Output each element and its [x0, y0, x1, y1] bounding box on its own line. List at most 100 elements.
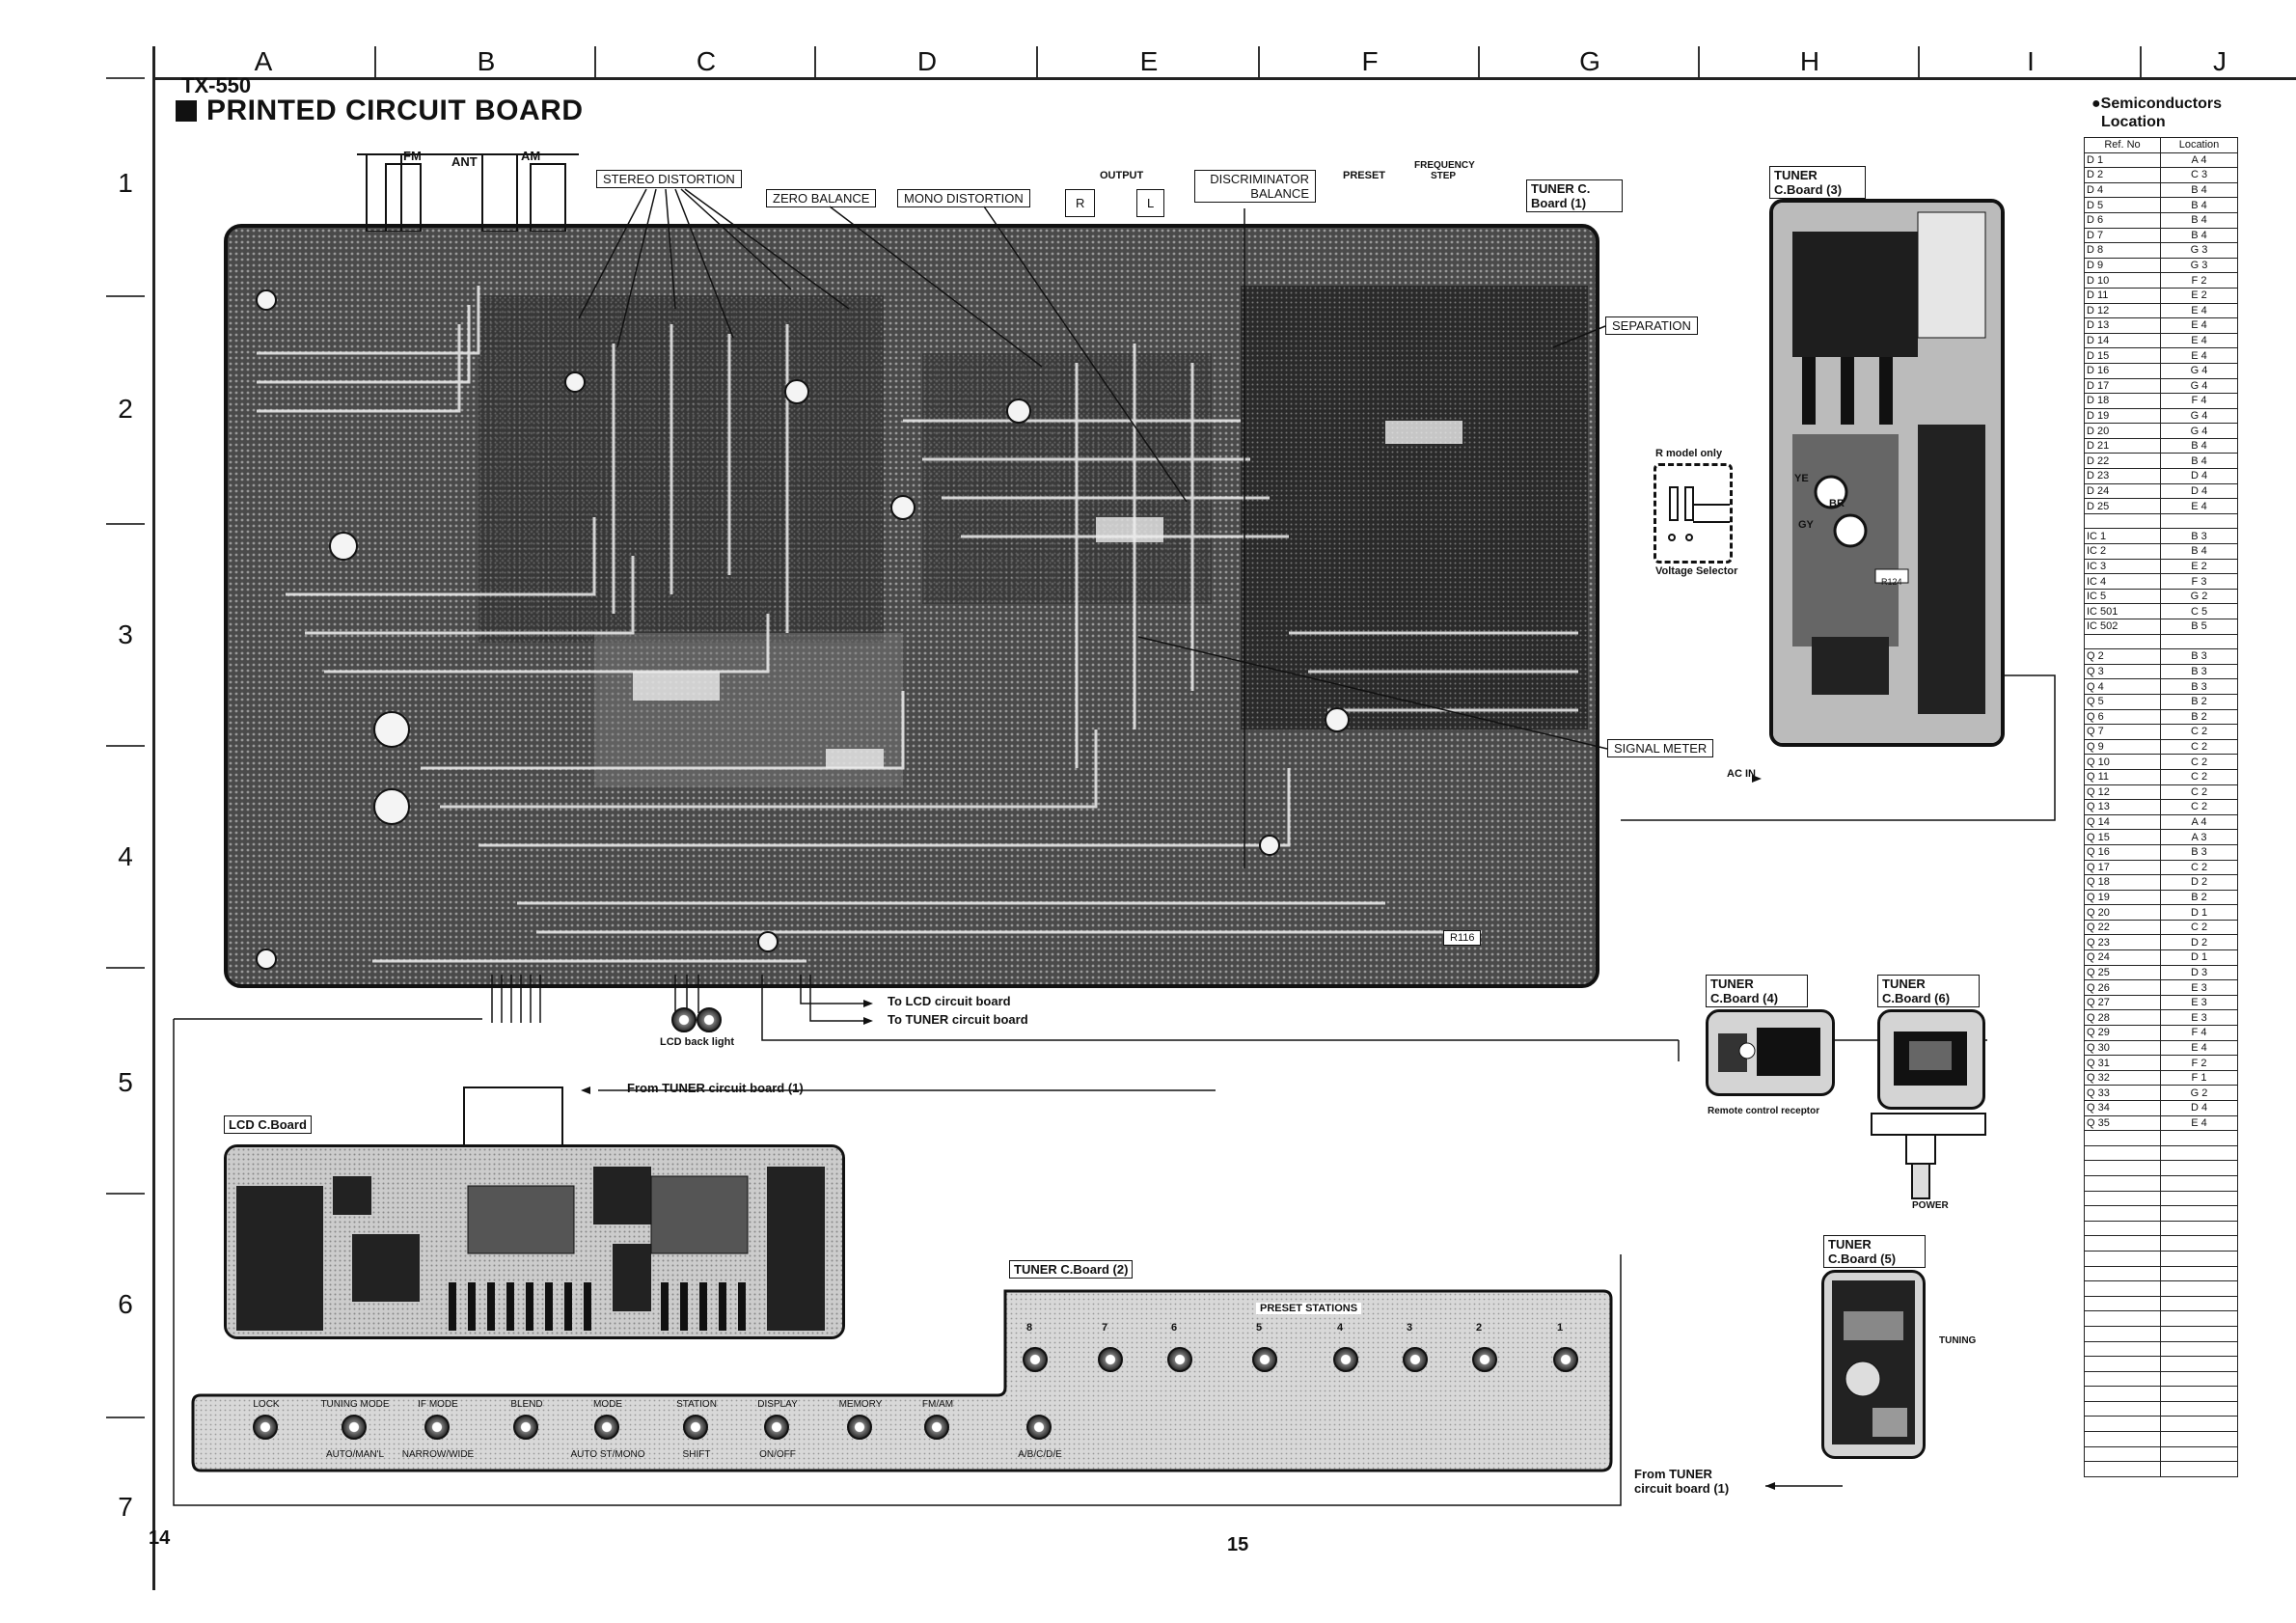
location-cell	[2160, 1190, 2238, 1207]
ref-no-cell	[2084, 1340, 2161, 1358]
ref-no-cell: D 20	[2084, 423, 2161, 439]
preset-number-label: 4	[1337, 1322, 1344, 1334]
ref-no-cell	[2084, 1370, 2161, 1388]
front-panel-button[interactable]	[1026, 1415, 1052, 1440]
front-panel-button[interactable]	[847, 1415, 872, 1440]
power-label: POWER	[1912, 1200, 1949, 1211]
front-panel-button[interactable]	[594, 1415, 619, 1440]
preset-button-8[interactable]	[1023, 1347, 1048, 1372]
ref-no-cell: Q 12	[2084, 784, 2161, 801]
mono-distortion-callout: MONO DISTORTION	[897, 189, 1030, 207]
preset-button-7[interactable]	[1098, 1347, 1123, 1372]
location-cell: F 1	[2160, 1069, 2238, 1087]
location-cell: C 5	[2160, 603, 2238, 619]
location-cell: E 4	[2160, 347, 2238, 364]
preset-button-4[interactable]	[1333, 1347, 1358, 1372]
tuner-board-3-traces	[1773, 203, 2001, 743]
location-cell: E 3	[2160, 994, 2238, 1011]
ref-no-cell	[2084, 1356, 2161, 1372]
preset-button-1[interactable]	[1553, 1347, 1578, 1372]
preset-number-label: 7	[1102, 1322, 1108, 1334]
location-header: Location	[2160, 137, 2238, 153]
preset-button-6[interactable]	[1167, 1347, 1192, 1372]
wire-label-gy: GY	[1798, 519, 1814, 531]
table-row	[2084, 1160, 2238, 1176]
table-row	[2084, 1174, 2238, 1192]
grid-row-tick	[106, 967, 145, 969]
ref-no-cell: Q 11	[2084, 768, 2161, 785]
location-cell	[2160, 1130, 2238, 1146]
fm-terminal-label: FM	[403, 149, 422, 163]
location-cell: B 4	[2160, 197, 2238, 213]
front-button-label: IF MODE	[418, 1399, 458, 1410]
front-panel-button[interactable]	[764, 1415, 789, 1440]
front-panel-button[interactable]	[424, 1415, 450, 1440]
from-tuner-board-1-label: From TUNER circuit board (1)	[627, 1081, 804, 1095]
location-cell: E 4	[2160, 498, 2238, 514]
location-cell	[2160, 1325, 2238, 1342]
preset-button-2[interactable]	[1472, 1347, 1497, 1372]
front-panel-button[interactable]	[342, 1415, 367, 1440]
page-title: PRINTED CIRCUIT BOARD	[176, 95, 584, 127]
location-cell: E 3	[2160, 979, 2238, 996]
ref-no-cell: IC 2	[2084, 543, 2161, 560]
location-cell: B 3	[2160, 843, 2238, 861]
front-panel-button[interactable]	[513, 1415, 538, 1440]
table-row	[2084, 633, 2238, 650]
front-panel-button[interactable]	[924, 1415, 949, 1440]
ref-no-cell: Q 6	[2084, 708, 2161, 726]
ref-no-cell: Q 20	[2084, 904, 2161, 921]
output-label: OUTPUT	[1100, 170, 1144, 181]
output-l-jack: L	[1136, 189, 1165, 217]
location-cell: D 1	[2160, 904, 2238, 921]
front-button-label: TUNING MODE	[320, 1399, 390, 1410]
to-lcd-board-label: To LCD circuit board	[888, 994, 1011, 1008]
front-button-sublabel: A/B/C/D/E	[1018, 1449, 1062, 1460]
location-cell	[2160, 1235, 2238, 1252]
location-cell: A 3	[2160, 829, 2238, 845]
location-cell: G 3	[2160, 257, 2238, 274]
tuner-board-6	[1877, 1009, 1985, 1110]
front-button-sublabel: AUTO ST/MONO	[570, 1449, 645, 1460]
ref-no-cell	[2084, 1400, 2161, 1417]
ref-no-cell: Q 4	[2084, 678, 2161, 695]
preset-number-label: 5	[1256, 1322, 1263, 1334]
lcd-board	[224, 1144, 845, 1339]
location-cell: D 3	[2160, 964, 2238, 981]
remote-receptor-drawing	[1718, 1028, 1820, 1076]
front-button-sublabel: NARROW/WIDE	[401, 1449, 475, 1460]
ref-no-cell: D 15	[2084, 347, 2161, 364]
location-cell	[2160, 1160, 2238, 1176]
ref-no-cell: Q 30	[2084, 1039, 2161, 1057]
antenna-connector-drawing	[357, 153, 579, 232]
front-button-label: DISPLAY	[757, 1399, 798, 1410]
semiconductors-title: ●Semiconductors Location	[2091, 95, 2222, 131]
preset-button-3[interactable]	[1403, 1347, 1428, 1372]
voltage-selector-label: Voltage Selector	[1655, 565, 1738, 577]
grid-column-label: G	[1478, 46, 1700, 77]
preset-button-5[interactable]	[1252, 1347, 1277, 1372]
ref-no-cell: D 22	[2084, 453, 2161, 470]
front-panel-button[interactable]	[253, 1415, 278, 1440]
stereo-distortion-callout: STEREO DISTORTION	[596, 170, 742, 188]
location-cell: E 2	[2160, 287, 2238, 304]
location-cell: E 4	[2160, 1114, 2238, 1132]
location-cell: B 4	[2160, 181, 2238, 199]
front-panel-button[interactable]	[683, 1415, 708, 1440]
